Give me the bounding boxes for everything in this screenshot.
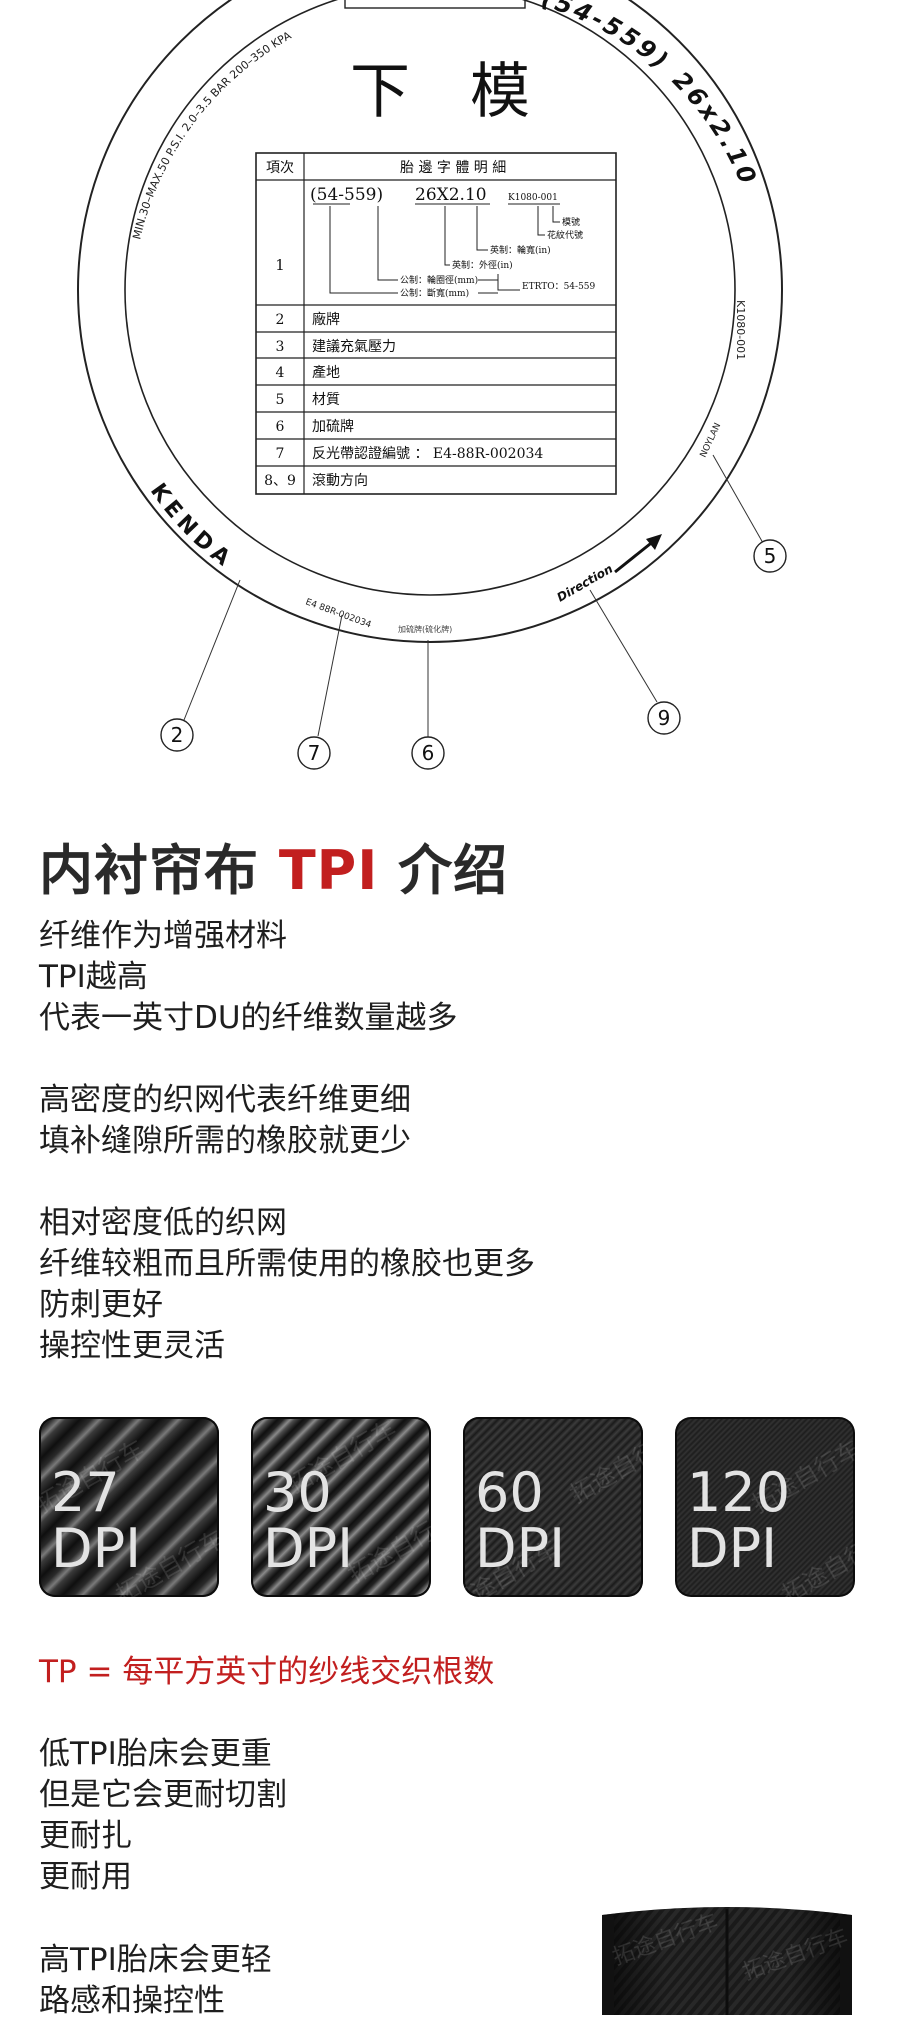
table-header-index: 項次 xyxy=(266,160,294,176)
ann-model: 模號 xyxy=(562,216,580,228)
paragraph-high-density: 高密度的织网代表纤维更细 填补缝隙所需的橡胶就更少 xyxy=(39,1080,411,1162)
dpi-tiles: 拓途自行车 拓途自行车 27 DPI 拓途自行车 拓途自行车 30 DPI 拓途… xyxy=(39,1417,859,1597)
dpi-tile-120: 拓途自行车 拓途自行车 120 DPI xyxy=(675,1417,855,1597)
ann-width-mm: 公制：斷寬(mm) xyxy=(400,287,469,299)
table-row-index: 3 xyxy=(276,339,285,355)
rim-cert-text: E4 88R-002034 xyxy=(304,597,373,630)
text-line: 纤维作为增强材料 xyxy=(39,918,287,954)
rim-direction-text: Direction xyxy=(555,562,616,605)
table-row-desc: 廠牌 xyxy=(312,311,340,328)
dpi-unit: DPI xyxy=(475,1517,566,1580)
callout-2: 2 xyxy=(160,718,194,752)
table-row-index: 7 xyxy=(276,446,285,462)
table-row1-size: 26X2.10 xyxy=(415,185,487,205)
direction-arrow-head xyxy=(646,534,662,550)
callout-5: 5 xyxy=(753,539,787,573)
svg-text:2: 2 xyxy=(171,723,184,747)
dpi-unit: DPI xyxy=(51,1517,142,1580)
table-row-desc: 加硫牌 xyxy=(312,418,354,435)
text-line: 更耐用 xyxy=(39,1859,132,1895)
paragraph-intro: 纤维作为增强材料 TPI越高 代表一英寸DU的纤维数量越多 xyxy=(39,916,458,1039)
rim-model-text: K1080-001 xyxy=(734,300,747,360)
dpi-number: 60 xyxy=(475,1461,544,1524)
dpi-unit: DPI xyxy=(687,1517,778,1580)
text-line: 操控性更灵活 xyxy=(39,1328,225,1364)
text-line: 高密度的织网代表纤维更细 xyxy=(39,1082,411,1118)
text-line: 相对密度低的织网 xyxy=(39,1205,287,1241)
rim-vulc-text: 加硫牌(硫化牌) xyxy=(398,624,452,634)
rim-brand-text: KENDA xyxy=(145,479,238,574)
svg-text:5: 5 xyxy=(764,544,777,568)
section-heading: 内衬帘布 TPI 介绍 xyxy=(39,839,509,902)
text-line: 纤维较粗而且所需使用的橡胶也更多 xyxy=(39,1246,535,1282)
svg-text:7: 7 xyxy=(308,741,321,765)
text-line: 低TPI胎床会更重 xyxy=(39,1736,272,1772)
dpi-unit: DPI xyxy=(263,1517,354,1580)
text-line: 更耐扎 xyxy=(39,1818,132,1854)
sidewall-spec-table: 項次 胎 邊 字 體 明 細 1 (54-559) 26X2.10 K1080-… xyxy=(255,152,617,495)
watermark: 拓途自行车 xyxy=(777,1524,855,1597)
tire-outer-circle xyxy=(77,0,783,643)
callout-9: 9 xyxy=(647,701,681,735)
watermark: 拓途自行车 xyxy=(343,1504,431,1589)
ann-etrto: ETRTO：54-559 xyxy=(522,282,596,292)
text-line: TPI越高 xyxy=(39,959,148,995)
ann-rim-mm: 公制：輪圈徑(mm) xyxy=(400,274,478,286)
tire-sidewall-diagram: MIN.30–MAX.50 P.S.I. 2.0–3.5 BAR 200–350… xyxy=(77,0,787,770)
paragraph-low-tpi: 低TPI胎床会更重 但是它会更耐切割 更耐扎 更耐用 xyxy=(39,1734,287,1898)
table-row-index: 8、9 xyxy=(264,473,296,489)
watermark: 拓途自行车 xyxy=(565,1424,643,1509)
table-row-desc: 產地 xyxy=(312,364,340,381)
table-row-index: 4 xyxy=(276,365,285,381)
direction-arrow xyxy=(614,538,656,574)
dpi-tile-30: 拓途自行车 拓途自行车 30 DPI xyxy=(251,1417,431,1597)
table-row1-etrto: (54-559) xyxy=(310,185,383,205)
table-row-desc: 建議充氣壓力 xyxy=(312,338,396,355)
table-row-index: 6 xyxy=(276,419,285,435)
ann-pattern: 花紋代號 xyxy=(547,229,583,241)
dpi-number: 120 xyxy=(687,1461,791,1524)
callout-6: 6 xyxy=(411,736,445,770)
table-header-detail: 胎 邊 字 體 明 細 xyxy=(400,160,506,176)
tire-casing-image: 拓途自行车 拓途自行车 xyxy=(602,1907,852,2015)
tp-definition: TP = 每平方英寸的纱线交织根数 xyxy=(39,1654,495,1690)
table-row1-index: 1 xyxy=(275,256,285,274)
rim-pressure-text: MIN.30–MAX.50 P.S.I. 2.0–3.5 BAR 200–350… xyxy=(130,29,294,241)
text-line: 填补缝隙所需的橡胶就更少 xyxy=(39,1123,411,1159)
table-row-desc: 材質 xyxy=(312,392,340,408)
table-row-desc: 滾動方向 xyxy=(312,473,368,489)
text-line: 防刺更好 xyxy=(39,1287,163,1323)
table-row-index: 5 xyxy=(276,392,285,408)
top-box-fragment xyxy=(344,0,526,9)
text-line: 路感和操控性 xyxy=(39,1983,225,2019)
table-row-index: 2 xyxy=(276,312,285,328)
table-row1-model: K1080-001 xyxy=(508,193,558,203)
svg-text:9: 9 xyxy=(658,706,671,730)
dpi-tile-27: 拓途自行车 拓途自行车 27 DPI xyxy=(39,1417,219,1597)
tire-inner-circle xyxy=(124,0,736,596)
ann-width-in: 英制：輪寬(in) xyxy=(490,244,551,256)
ann-dia-in: 英制：外徑(in) xyxy=(452,259,513,271)
text-line: 但是它会更耐切割 xyxy=(39,1777,287,1813)
dpi-number: 27 xyxy=(51,1461,120,1524)
text-line: 高TPI胎床会更轻 xyxy=(39,1942,272,1978)
svg-text:6: 6 xyxy=(422,741,435,765)
table-row-desc: 反光帶認證編號 ： E4-88R-002034 xyxy=(312,445,543,462)
paragraph-low-density: 相对密度低的织网 纤维较粗而且所需使用的橡胶也更多 防刺更好 操控性更灵活 xyxy=(39,1203,535,1367)
callout-7: 7 xyxy=(297,736,331,770)
paragraph-high-tpi: 高TPI胎床会更轻 路感和操控性 xyxy=(39,1940,272,2022)
diagram-title: 下 模 xyxy=(350,57,530,127)
heading-accent: TPI xyxy=(278,839,379,902)
dpi-tile-60: 拓途自行车 拓途自行车 60 DPI xyxy=(463,1417,643,1597)
text-line: 代表一英寸DU的纤维数量越多 xyxy=(39,1000,458,1036)
dpi-number: 30 xyxy=(263,1461,332,1524)
rim-size-text: (54-559)26x2.10 xyxy=(538,0,763,190)
